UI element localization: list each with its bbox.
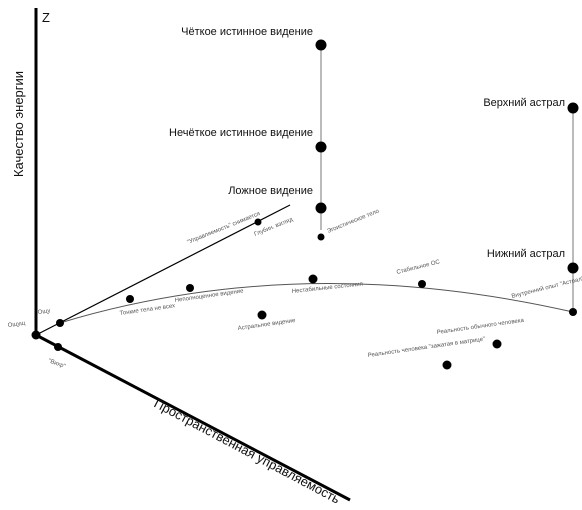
curve-point-2 xyxy=(186,284,194,292)
horizontal-axis-title: Пространственная управляемость xyxy=(152,395,343,506)
origin-point xyxy=(31,330,41,340)
back-point-2 xyxy=(317,233,325,241)
astral-base-point xyxy=(569,308,577,316)
lower-astral-label: Нижний астрал xyxy=(487,248,565,260)
origin-left-label: Ощущ xyxy=(7,321,25,329)
back-point-2-label: Эгоистическое тело xyxy=(327,208,381,235)
unclear-true-vision-point xyxy=(315,141,327,153)
mid-point-label: Астральное видение xyxy=(237,318,296,332)
mid-point xyxy=(257,310,267,320)
unclear-true-vision-label: Нечёткое истинное видение xyxy=(169,127,313,139)
right-point-1 xyxy=(492,339,502,349)
upper-astral-point xyxy=(567,102,579,114)
upper-astral-label: Верхний астрал xyxy=(483,97,565,109)
x-axis xyxy=(35,333,351,502)
back-point-1 xyxy=(254,218,262,226)
front-near-label: "Вихр" xyxy=(47,358,66,370)
front-near-point xyxy=(54,343,62,351)
curve-point-1 xyxy=(126,295,134,303)
curve-4-label: Стабильное ОС xyxy=(396,259,441,276)
curve-5-label: Внутренний опыт "Астрал" xyxy=(511,275,582,300)
lower-astral-point xyxy=(567,262,579,274)
clear-true-vision-label: Чёткое истинное видение xyxy=(181,26,313,38)
clear-true-vision-point xyxy=(315,39,327,51)
origin-near-label: Ощу xyxy=(37,308,50,316)
y-axis xyxy=(35,204,291,336)
curve-point-3 xyxy=(308,274,318,284)
z-axis-letter: Z xyxy=(42,10,50,25)
false-vision-label: Ложное видение xyxy=(228,185,313,197)
right-2-label: Реальность человека "зажатая в матрице" xyxy=(367,337,485,359)
right-point-2 xyxy=(442,360,452,370)
vertical-axis-title: Качество энергии xyxy=(11,71,26,177)
back-axis-label: "Управляемость" снимается xyxy=(187,211,262,246)
near-origin-point xyxy=(56,319,64,327)
right-1-label: Реальность обычного человека xyxy=(436,318,525,336)
energy-curve xyxy=(59,283,574,324)
curve-point-4 xyxy=(418,280,426,288)
false-vision-point xyxy=(315,202,327,214)
